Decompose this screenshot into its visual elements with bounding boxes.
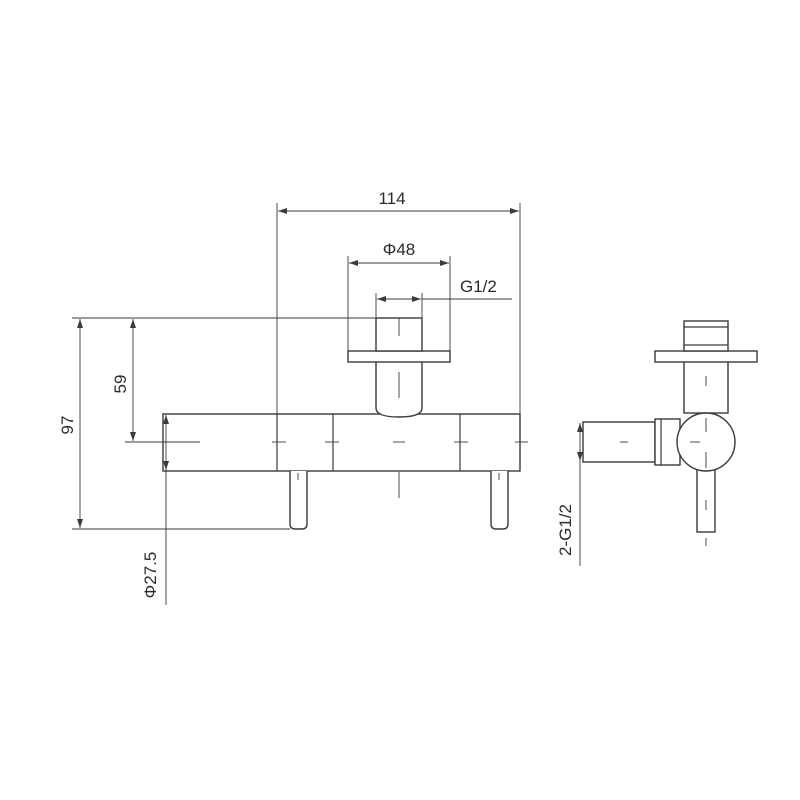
side-stem <box>683 360 729 414</box>
front-view: 114 Φ48 G1/2 97 59 Φ27.5 <box>58 189 528 605</box>
dimension-label-body: Φ27.5 <box>141 552 160 599</box>
side-top-connector <box>683 320 729 352</box>
side-outlet-nut <box>654 418 681 466</box>
side-outlet-pipe <box>582 421 656 463</box>
right-leg <box>490 471 509 530</box>
side-leg <box>696 465 716 533</box>
dimension-label-thread: G1/2 <box>460 277 497 296</box>
cap-flange <box>347 350 451 363</box>
dimension-label-side-thread: 2-G1/2 <box>556 504 575 556</box>
dimension-label-height: 97 <box>58 416 77 435</box>
left-leg <box>289 471 308 530</box>
valve-body <box>162 413 521 472</box>
side-flange <box>654 350 758 363</box>
side-valve-body <box>676 412 736 472</box>
dimension-label-width: 114 <box>378 189 405 208</box>
dimension-label-cap: Φ48 <box>383 240 415 259</box>
dimension-label-outlet: 59 <box>111 375 130 394</box>
side-view: 2-G1/2 <box>556 320 758 566</box>
